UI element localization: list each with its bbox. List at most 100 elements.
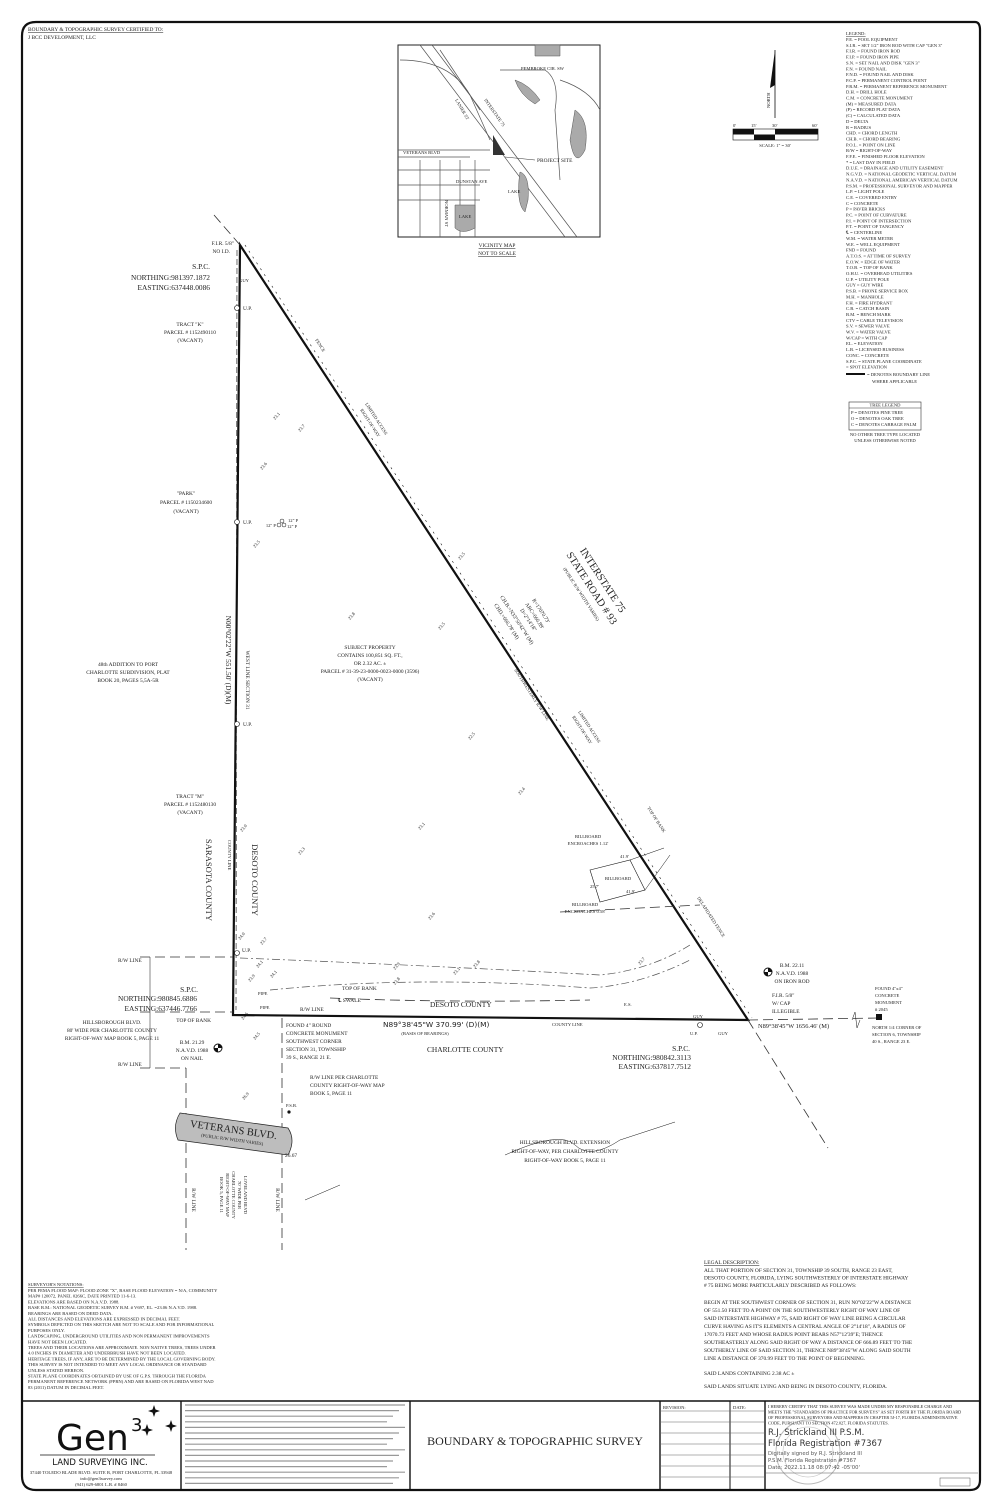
- notation-line: 83 (2011) DATUM IN DECIMAL FEET.: [28, 1385, 104, 1390]
- legal-line: BEGIN AT THE SOUTHWEST CORNER OF SECTION…: [704, 1299, 912, 1306]
- tree-legend-note: UNLESS OTHERWISE NOTED: [854, 438, 916, 443]
- legend-item: U.P. = UTILITY POLE: [846, 277, 889, 282]
- scale-tick: 30': [772, 123, 778, 128]
- notation-line: PURPOSES ONLY.: [28, 1328, 65, 1333]
- legend-item: R = RADIUS: [846, 125, 871, 130]
- spot-elevation: 24.1: [255, 959, 264, 969]
- legend-item: S.I.R. = SET 1/2" IRON ROD WITH CAP "GEN…: [846, 43, 943, 48]
- legend-item: C.E. = COVERED ENTRY: [846, 195, 898, 200]
- legend-item: C.B. = CATCH BASIN: [846, 306, 890, 311]
- digital-signature: Digitally signed by R.J. Strickland III: [768, 1451, 862, 1457]
- parcel-label: TRACT "M": [176, 794, 204, 800]
- legend-item: P.S.M. = PROFESSIONAL SURVEYOR AND MAPPE…: [846, 183, 953, 188]
- legend-item: P = PAVER BRICKS: [846, 207, 886, 212]
- vicinity-label: LAKE: [459, 214, 471, 219]
- legend-title: LEGEND:: [846, 31, 866, 36]
- utility-pole-icon: [234, 721, 240, 727]
- client-name: J BCC DEVELOPMENT, LLC: [28, 35, 96, 41]
- surveyor-name: R.J. Strickland III P.S.M.: [768, 1428, 864, 1438]
- certification-line: OF PROFESSIONAL SURVEYORS AND MAPPERS IN…: [768, 1415, 958, 1421]
- rw-line-label: R/W LINE: [300, 1007, 324, 1013]
- spot-elevation: 23.1: [452, 966, 461, 976]
- legend-item: * = LAST DAY IN FIELD: [846, 160, 896, 165]
- spot-elevation: 23.9: [247, 973, 256, 983]
- parcel-label: (VACANT): [173, 508, 199, 515]
- legend-item: O.H.U. = OVERHEAD UTILITIES: [846, 271, 913, 276]
- legal-line: SOUTHERLY LINE OF SAID SECTION 31, THENC…: [704, 1347, 911, 1354]
- boundary: [140, 214, 882, 1250]
- guy-label: GUY: [239, 278, 250, 283]
- spot-elevation: 23.4: [517, 786, 526, 796]
- notation-line: UNLESS STATED HEREON.: [28, 1368, 84, 1373]
- certification: R.J. Strickland III P.S.M. Florida Regis…: [765, 1404, 978, 1487]
- logo-superscript: 3: [131, 1415, 142, 1436]
- monument-label: W/ CAP: [772, 1001, 790, 1007]
- legal-description: LEGAL DESCRIPTION: ALL THAT PORTION OF S…: [704, 1260, 913, 1390]
- notation-line: SYMBOLS DEPICTED ON THIS SKETCH ARE NOT …: [28, 1322, 215, 1327]
- charlotte-county-label: CHARLOTTE COUNTY: [427, 1045, 504, 1054]
- company-name: LAND SURVEYING INC.: [52, 1458, 147, 1468]
- legend-item: M.H. = MANHOLE: [846, 294, 884, 299]
- benchmark-icon: [763, 967, 773, 977]
- section-corner-label: NORTH 1/4 CORNER OF: [872, 1025, 922, 1030]
- parcel-label: CHARLOTTE SUBDIVISION, PLAT: [86, 670, 170, 676]
- spot-elevation: 23.5: [437, 621, 446, 631]
- billboard-encroach-label: ENCROACHES 0.58': [565, 909, 606, 914]
- vicinity-map-title: VICINITY MAP: [479, 243, 516, 249]
- utility-poles: [213, 305, 773, 1114]
- parcel-label: PARCEL # 1152480130: [164, 802, 216, 808]
- sw-rw-line-label: SOUTHWESTERLY R/W LINE: [513, 668, 550, 722]
- legal-line: LINE A DISTANCE OF 370.99 FEET TO THE PO…: [704, 1356, 865, 1362]
- top-of-bank-label: TOP OF BANK: [176, 1018, 211, 1024]
- veterans-blvd-label: VETERANS BLVD. (PUBLIC R/W WIDTH VARIES): [175, 1112, 293, 1156]
- benchmark-label: B.M. 21.29: [180, 1040, 205, 1046]
- legal-line: DESOTO COUNTY, FLORIDA, LYING SOUTHWESTE…: [704, 1276, 908, 1282]
- legend-item: P.C. = POINT OF CURVATURE: [846, 213, 907, 218]
- notation-line: 4.0 INCHES IN DIAMETER AND UNDERBRUSH HA…: [28, 1351, 186, 1356]
- phone-service-box-label: P.S.B.: [286, 1103, 297, 1108]
- tree-label: 12" P: [266, 523, 277, 528]
- benchmark-label: N.A.V.D. 1988: [176, 1048, 209, 1054]
- legend-item: R/W = RIGHT-OF-WAY: [846, 148, 893, 153]
- vicinity-label: VETERANS BLVD: [403, 150, 441, 155]
- legend-item: D.H. = DRILL HOLE: [846, 90, 887, 95]
- rw-note: R/W LINE PER CHARLOTTE: [310, 1075, 379, 1081]
- revision-label: REVISION:: [663, 1405, 686, 1410]
- spc-label: S.P.C.: [180, 985, 198, 994]
- notation-line: HAVE NOT BEEN LOCATED.: [28, 1339, 87, 1344]
- section-corner-label: 40 S., RANGE 23 E.: [872, 1039, 910, 1045]
- west-line-label: WEST LINE SECTION 31: [244, 650, 250, 709]
- parcel-label: TRACT "K": [176, 322, 203, 328]
- spot-elevation: 24.1: [269, 969, 278, 979]
- monument-label: ILLEGIBLE: [772, 1009, 800, 1015]
- spot-elevation: 24.5: [252, 1031, 261, 1041]
- top-of-bank-label: TOP OF BANK: [342, 986, 377, 992]
- northing-label: NORTHING:980842.3113: [612, 1053, 691, 1062]
- utility-pole-label: U.P.: [242, 948, 251, 954]
- legend-item: C = CONCRETE: [846, 201, 878, 206]
- billboard-label: BILLBOARD: [605, 876, 632, 881]
- legend-boundary-line-2: WHERE APPLICABLE: [872, 379, 917, 384]
- vicinity-map-subtitle: NOT TO SCALE: [478, 251, 516, 257]
- legend-item: S.N. = SET NAIL AND DISK "GEN 3": [846, 60, 920, 65]
- electric-service-label: E.S.: [624, 1002, 632, 1007]
- legal-line: 17070.73 FEET AND WHOSE RADIUS POINT BEA…: [704, 1331, 883, 1338]
- utility-pole-icon: [234, 305, 240, 311]
- road-label: RIGHT-OF-WAY BOOK 5, PAGE 11: [524, 1158, 606, 1164]
- road-label: CHARLOTTE COUNTY: [231, 1171, 236, 1219]
- company-logo: Gen 3 LAND SURVEYING INC. 37440 TOLEDO B…: [30, 1405, 177, 1487]
- dimension-label: 26.67: [285, 1153, 297, 1159]
- certification-line: I HEREBY CERTIFY THAT THIS SURVEY WAS MA…: [768, 1404, 952, 1409]
- rw-note: BOOK 5, PAGE 11: [310, 1091, 352, 1097]
- utility-pole-label: U.P.: [243, 306, 252, 312]
- utility-pole-icon: [234, 519, 240, 525]
- spot-elevation: 24.0: [237, 931, 246, 941]
- spot-elevation: 23.8: [392, 976, 401, 986]
- legal-acreage: SAID LANDS CONTAINING 2.38 AC ±: [704, 1371, 794, 1377]
- legend-item: (M) = MEASURED DATA: [846, 101, 897, 106]
- spot-elevation: 23.7: [297, 423, 306, 433]
- road-label: 80' WIDE PER CHARLOTTE COUNTY: [67, 1028, 157, 1034]
- legend-item: P.R.M. = PERMANENT REFERENCE MONUMENT: [846, 84, 947, 89]
- legal-line: SAID INTERSTATE HIGHWAY # 75, SAID RIGHT…: [704, 1316, 906, 1322]
- rw-line-label: R/W LINE: [190, 1188, 196, 1212]
